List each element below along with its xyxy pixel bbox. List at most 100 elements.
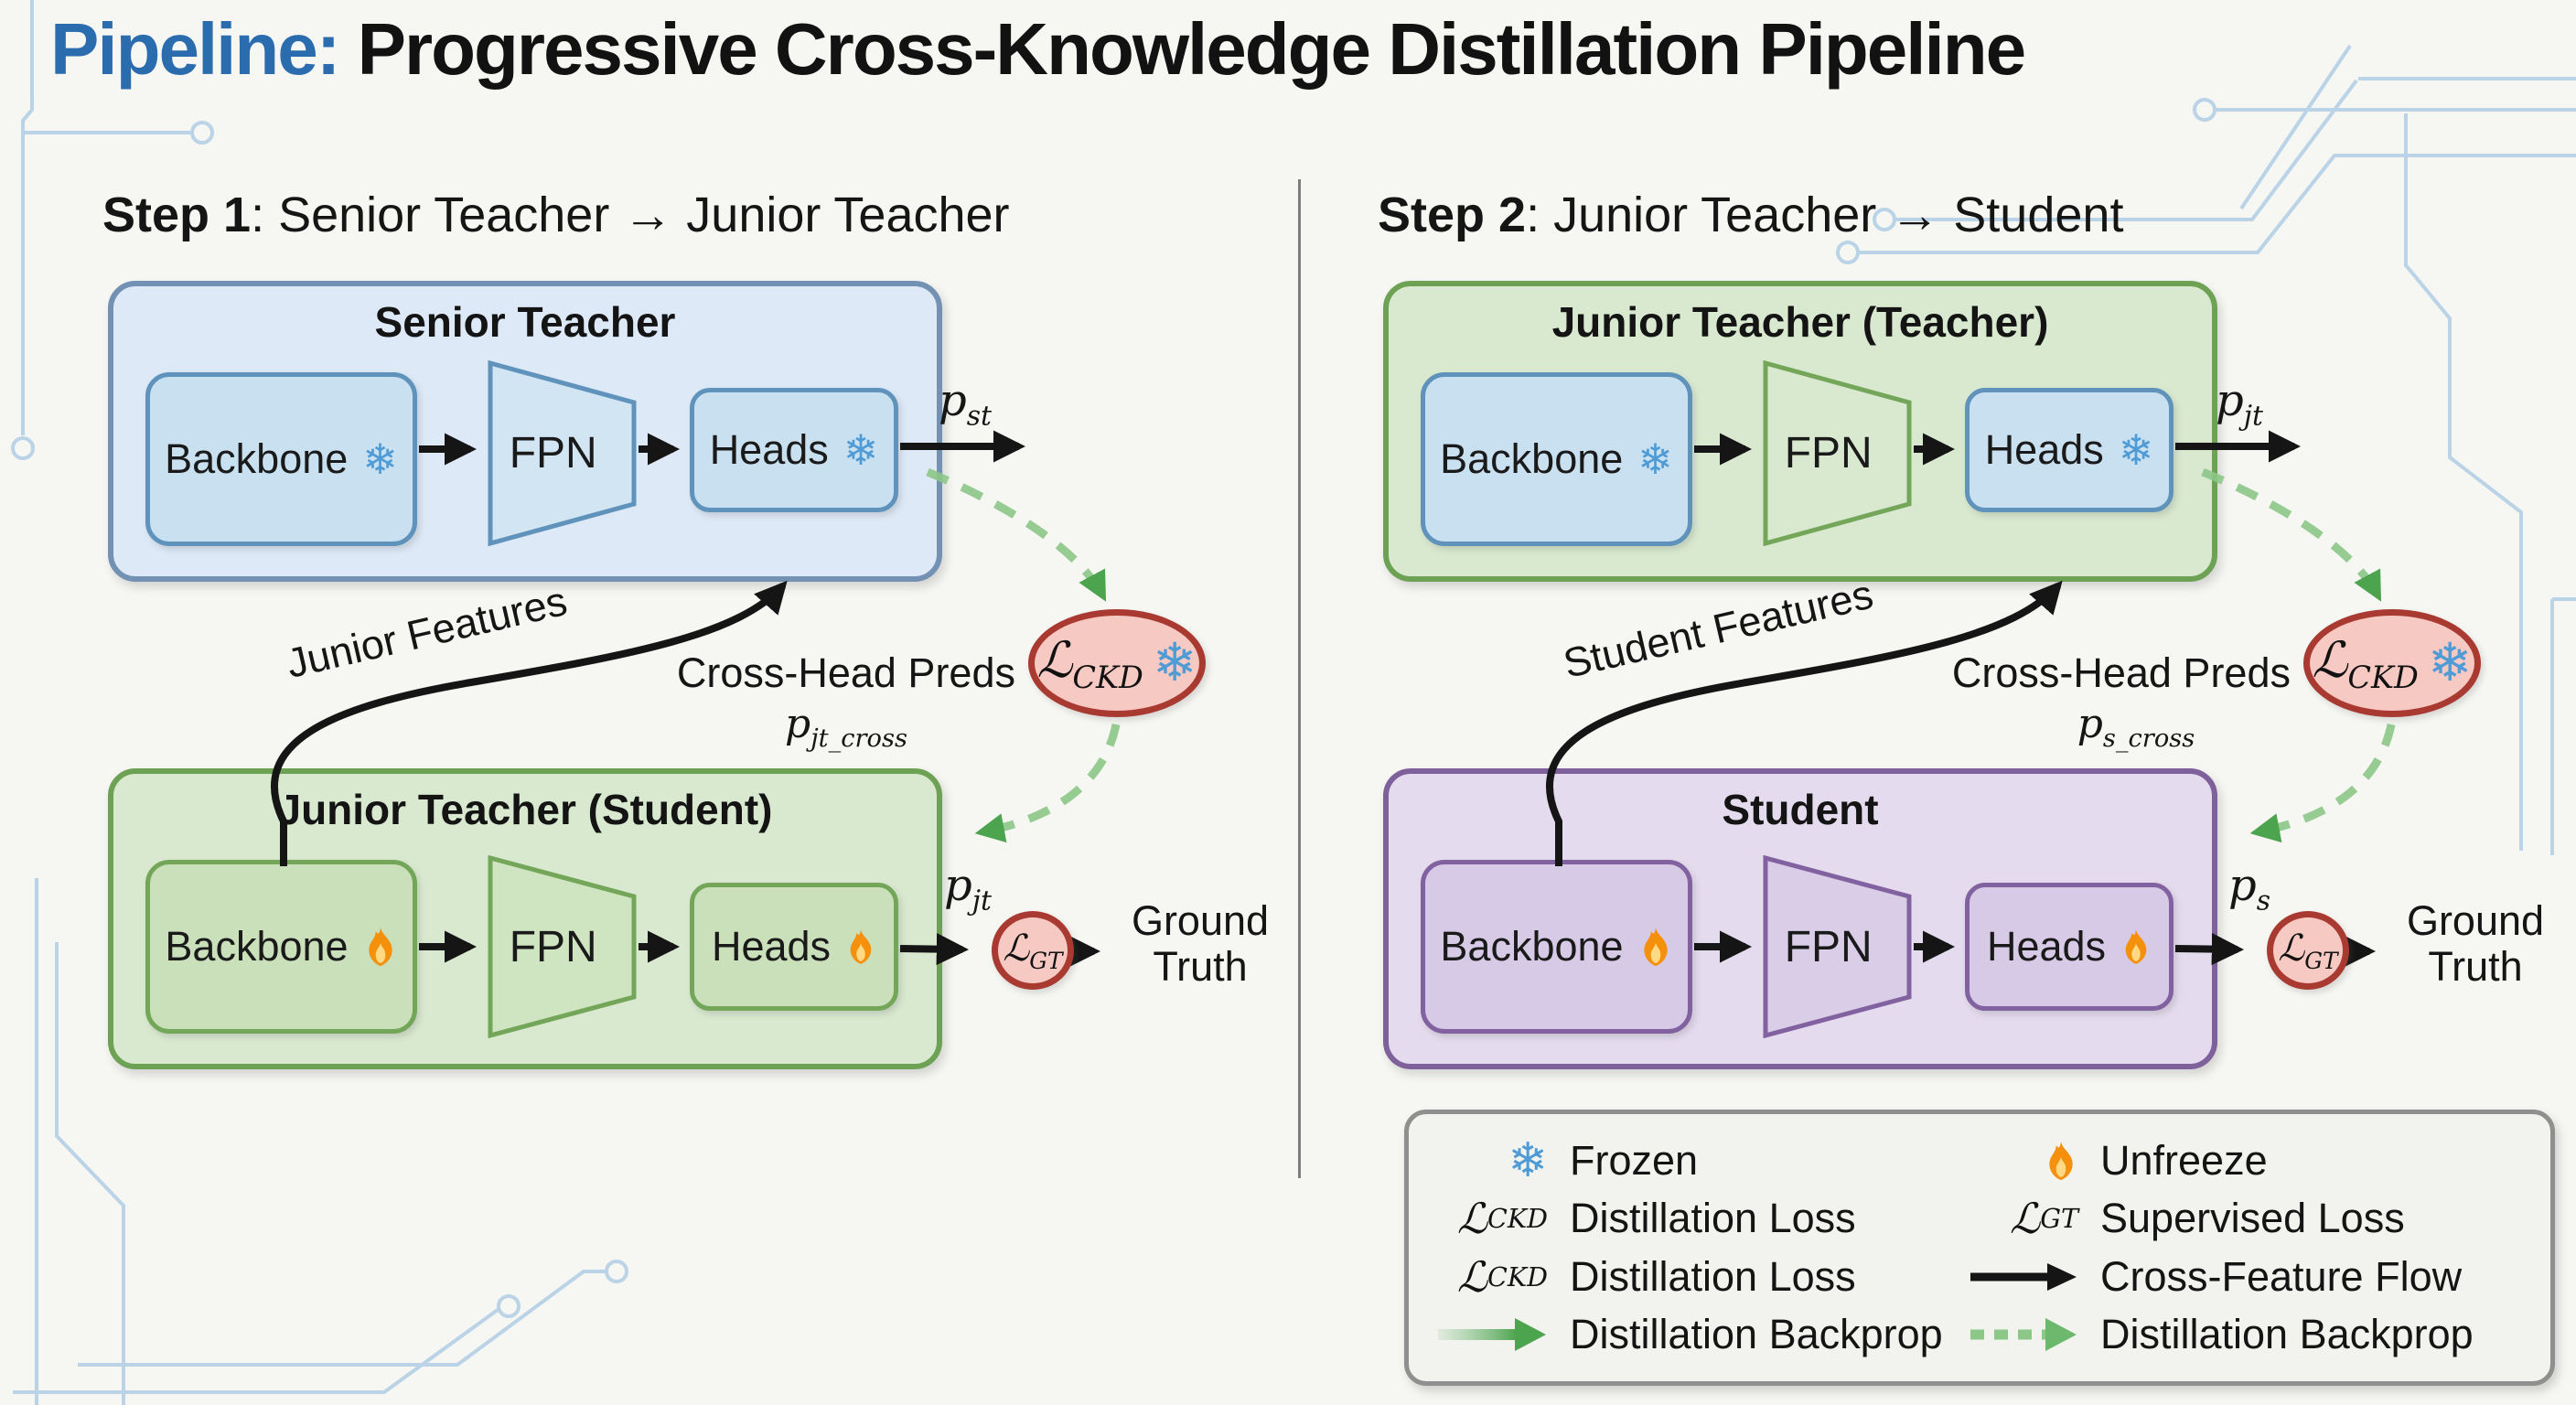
step1-heading-bold: Step 1: [102, 188, 252, 242]
gt-loss-ellipse-step1: ℒGT: [992, 911, 1074, 990]
p-sub: st: [966, 400, 992, 433]
page-title: Pipeline: Progressive Cross-Knowledge Di…: [50, 7, 2026, 91]
senior-teacher-title: Senior Teacher: [374, 298, 676, 346]
flame-icon: [850, 929, 872, 964]
legend-frozen-label: Frozen: [1570, 1137, 1699, 1184]
senior-backbone-label: Backbone: [165, 435, 349, 482]
legend-supervised-loss-label: Supervised Loss: [2100, 1195, 2405, 1241]
flame-icon: [368, 927, 392, 967]
circuit-dot: [11, 436, 35, 460]
p-base: p: [939, 375, 967, 426]
snowflake-glyph: ❄: [1508, 1134, 1548, 1187]
snowflake-icon: ❄: [843, 426, 879, 474]
senior-heads-node: Heads ❄: [690, 388, 898, 512]
step2-heading: Step 2: Junior Teacher → Student: [1378, 187, 2123, 243]
p-s-cross-label: ps_cross: [2022, 701, 2250, 753]
student2-backbone-label: Backbone: [1440, 923, 1624, 970]
legend-unfreeze-label: Unfreeze: [2100, 1137, 2268, 1184]
junior-backbone-node: Backbone: [145, 860, 417, 1034]
senior-backbone-node: Backbone ❄: [145, 372, 417, 546]
p-jt-out-label: pjt: [2216, 375, 2263, 433]
student2-fpn-node: FPN: [1763, 855, 1912, 1038]
p-jt-cross-label: pjt_cross: [732, 701, 961, 753]
circuit-line: [2550, 597, 2576, 855]
p-base: p: [785, 701, 811, 747]
snowflake-icon: ❄: [2118, 426, 2154, 474]
black-arrow-icon: [1963, 1258, 2100, 1296]
teacher2-fpn-shape: [1763, 360, 1912, 546]
student-title: Student: [1722, 786, 1879, 833]
legend-distillation-loss-label: Distillation Loss: [1570, 1195, 1856, 1241]
p-sub: s: [2256, 885, 2271, 917]
snowflake-icon: ❄: [1637, 435, 1673, 483]
loss-script: ℒ: [1456, 1252, 1488, 1302]
step1-heading-rest: : Senior Teacher → Junior Teacher: [251, 188, 1010, 242]
senior-fpn-shape: [488, 360, 637, 546]
flame-icon: [1963, 1139, 2100, 1183]
legend-distillation-loss-label-2: Distillation Loss: [1570, 1253, 1856, 1300]
distill-backprop-arc-bottom: [974, 724, 1121, 843]
circuit-line: [2239, 44, 2352, 210]
circuit-line: [78, 1270, 606, 1367]
p-sub: jt: [971, 885, 992, 917]
student2-backbone-node: Backbone: [1421, 860, 1692, 1034]
ckd-loss-symbol: ℒCKD: [1037, 631, 1143, 695]
loss-script: ℒ: [2312, 631, 2348, 690]
ckd-loss-ellipse-step2: ℒCKD ❄: [2303, 609, 2481, 717]
ground-truth-label-step2: Ground Truth: [2406, 897, 2545, 991]
step-divider: [1298, 179, 1301, 1178]
teacher2-backbone-node: Backbone ❄: [1421, 372, 1692, 546]
loss-script: ℒ: [2010, 1194, 2041, 1243]
junior-fpn-shape: [488, 855, 637, 1038]
step2-heading-rest: : Junior Teacher → Student: [1526, 188, 2124, 242]
p-base: p: [2077, 701, 2103, 747]
student-features-curve: [1545, 580, 2063, 866]
legend-cross-feature-flow-label: Cross-Feature Flow: [2100, 1253, 2463, 1300]
loss-sub: CKD: [1487, 1261, 1548, 1292]
loss-sub: GT: [2040, 1203, 2078, 1234]
title-accent: Pipeline:: [50, 8, 340, 90]
ground-truth-label-step1: Ground Truth: [1131, 897, 1270, 991]
distill-backprop-arc-top: [926, 467, 1107, 602]
p-s-label: ps: [2228, 860, 2270, 917]
cross-head-preds-label-step1: Cross-Head Preds: [676, 649, 1015, 696]
junior-fpn-label: FPN: [509, 922, 597, 971]
loss-sub: CKD: [1487, 1203, 1548, 1234]
junior-heads-label: Heads: [711, 923, 832, 970]
circuit-dot: [497, 1294, 521, 1318]
step2-arrows: [1545, 430, 2396, 968]
student2-fpn-shape: [1763, 855, 1912, 1038]
snowflake-icon: ❄: [1433, 1137, 1570, 1185]
p-base: p: [2216, 375, 2244, 426]
teacher2-fpn-label: FPN: [1784, 429, 1873, 477]
distill-backprop-arc-top: [2201, 467, 2382, 602]
circuit-line: [1895, 79, 2358, 221]
cross-head-preds-label-step2: Cross-Head Preds: [1951, 649, 2291, 696]
teacher2-heads-node: Heads ❄: [1965, 388, 2174, 512]
junior-backbone-label: Backbone: [165, 923, 349, 970]
junior-heads-node: Heads: [690, 883, 898, 1011]
junior-teacher-student-title: Junior Teacher (Student): [277, 786, 773, 833]
step2-heading-bold: Step 2: [1378, 188, 1527, 242]
p-sub: jt: [2243, 400, 2263, 433]
flame-icon: [2125, 929, 2147, 964]
senior-heads-label: Heads: [709, 426, 829, 473]
circuit-line: [1859, 154, 2576, 254]
loss-sub: GT: [2304, 947, 2338, 974]
loss-script: ℒ: [1036, 631, 1073, 690]
p-base: p: [944, 860, 972, 911]
p-jt-label: pjt: [944, 860, 992, 917]
loss-script: ℒ: [1003, 927, 1030, 970]
ckd-loss-symbol: ℒCKD: [2313, 631, 2419, 695]
loss-script: ℒ: [2278, 927, 2305, 970]
snowflake-icon: ❄: [362, 435, 398, 483]
green-dashed-arrow-icon: [1963, 1315, 2100, 1354]
flame-icon: [1643, 927, 1668, 967]
gt-loss-symbol: ℒGT: [1003, 928, 1062, 974]
circuit-dot: [605, 1260, 628, 1283]
p-base: p: [2228, 860, 2257, 911]
